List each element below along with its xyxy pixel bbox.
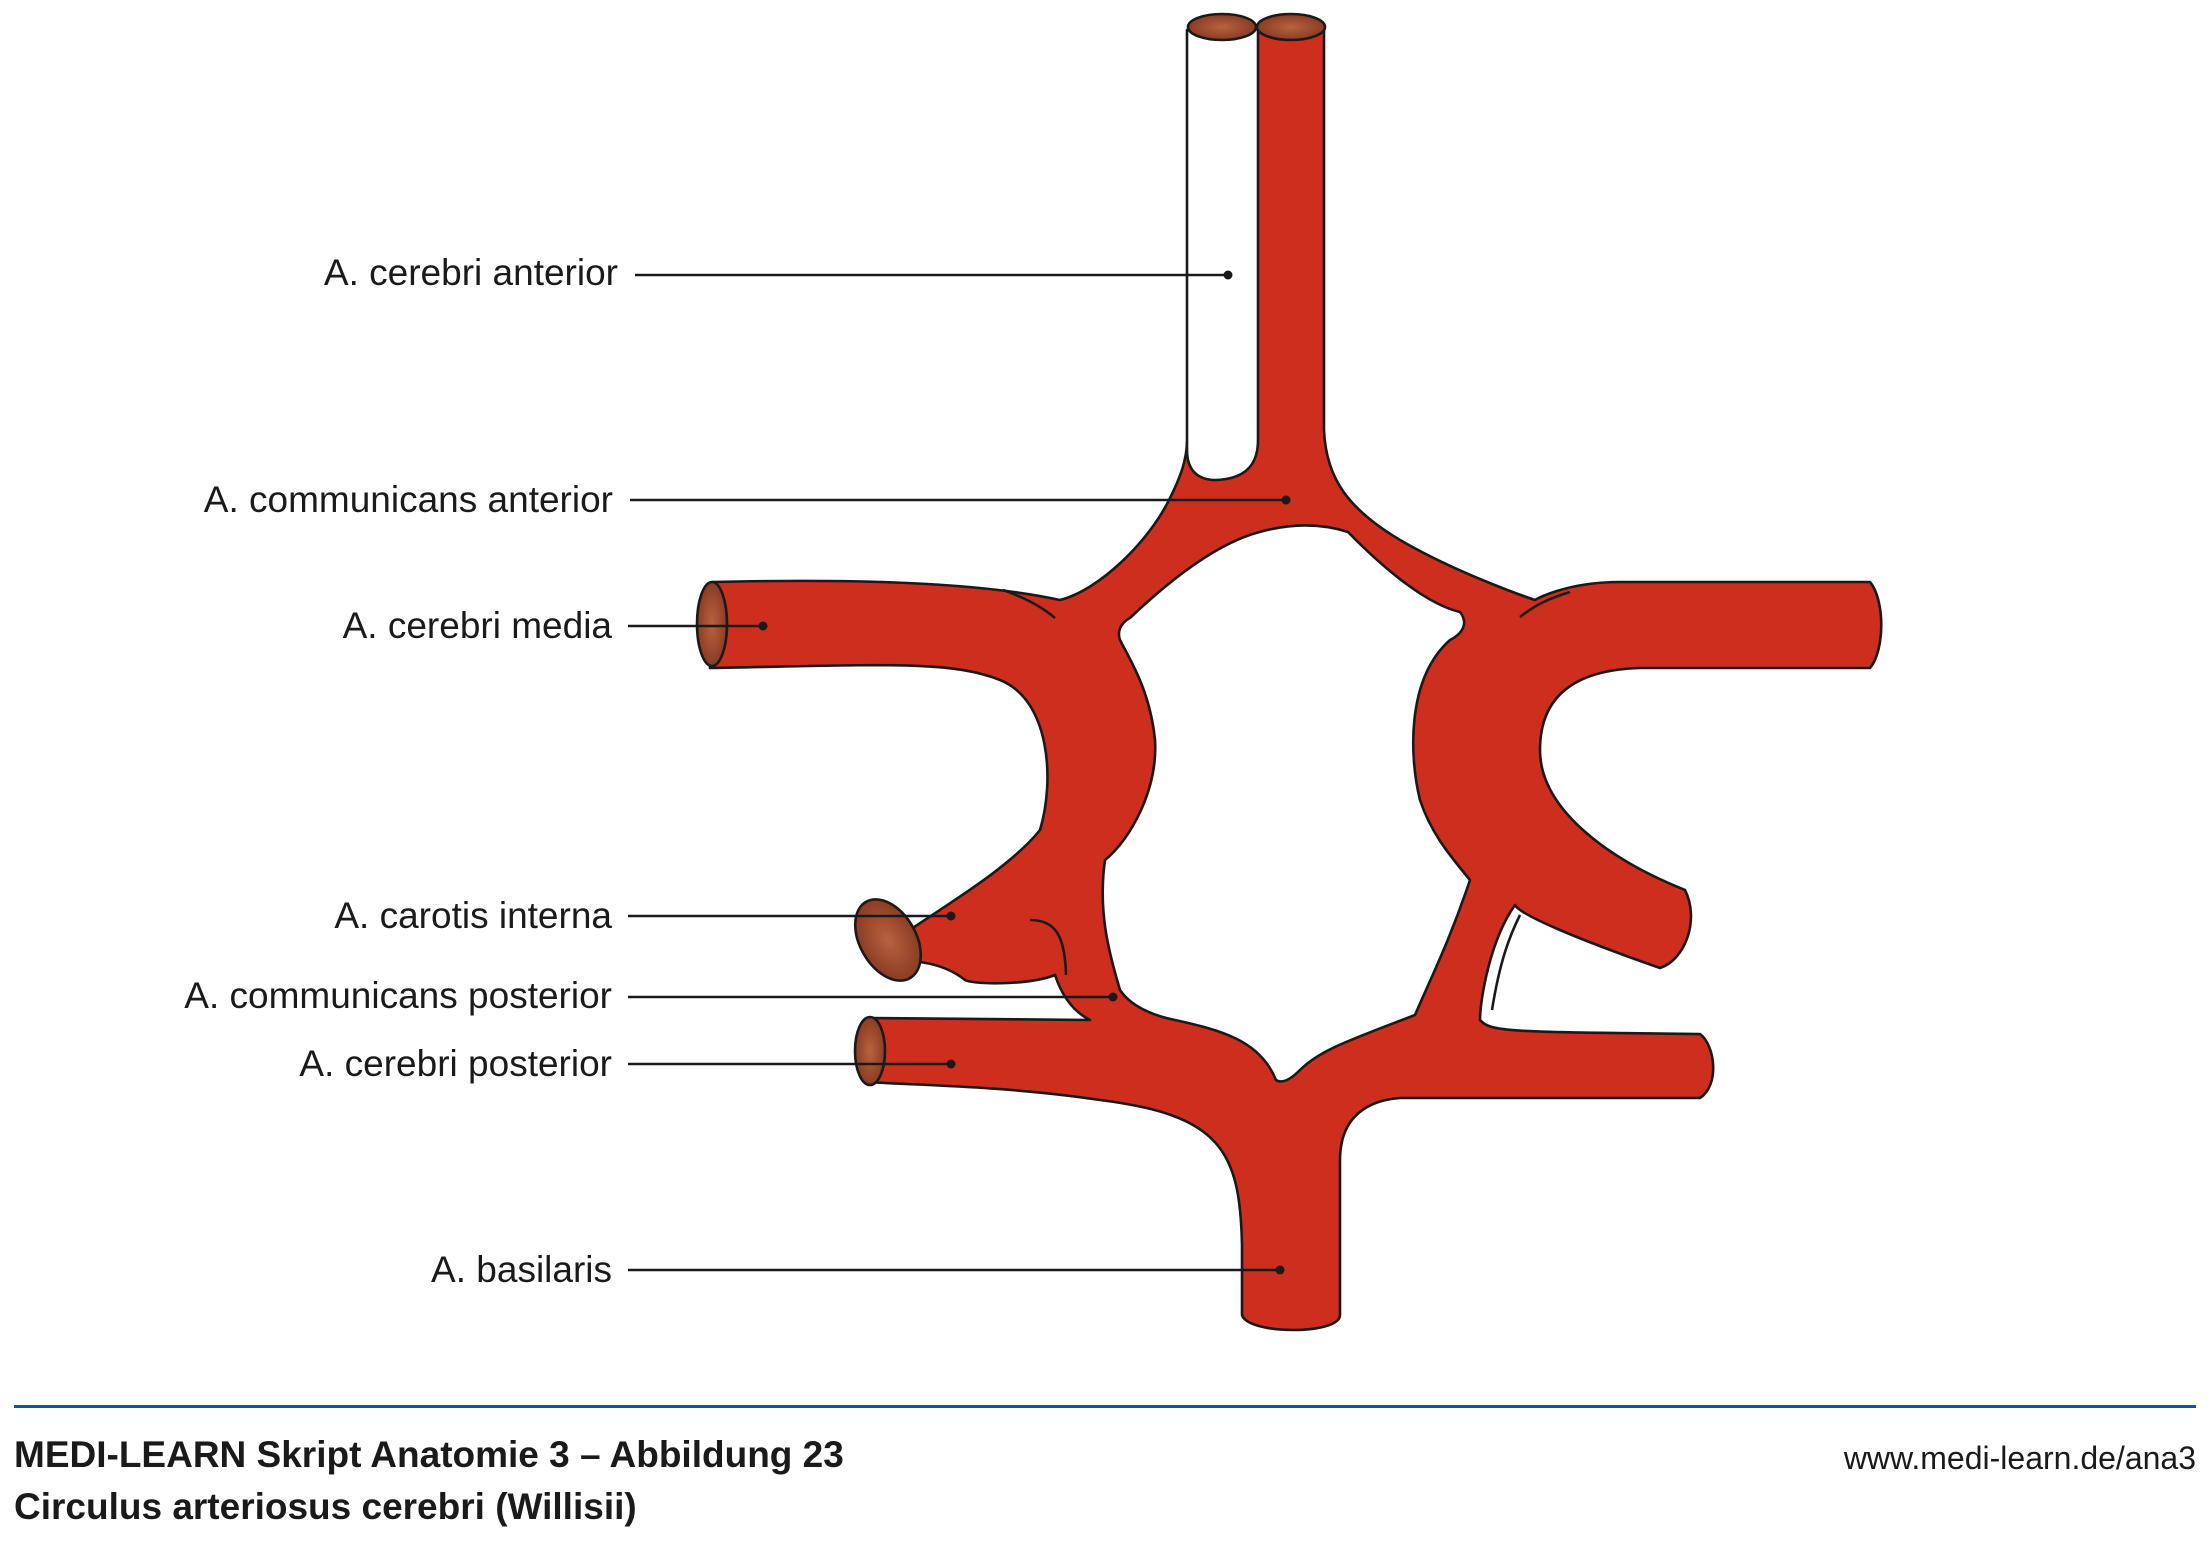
- cut-end-media-left: [695, 580, 729, 668]
- label-text-communicans-posterior: A. communicans posterior: [184, 975, 612, 1016]
- right-media-junction: [1519, 590, 1571, 619]
- label-carotis-interna: A. carotis interna: [334, 895, 956, 936]
- pointer-dot-basilaris: [1275, 1265, 1285, 1275]
- pointer-dot-cerebri-posterior: [946, 1059, 956, 1069]
- circle-lumen: [1101, 524, 1472, 1083]
- label-text-communicans-anterior: A. communicans anterior: [204, 479, 613, 520]
- cut-end-carotid-left: [853, 898, 923, 982]
- cut-end-anterior-right: [1255, 12, 1327, 42]
- pointer-dot-communicans-posterior: [1108, 992, 1118, 1002]
- label-text-cerebri-media: A. cerebri media: [343, 605, 613, 646]
- label-basilaris: A. basilaris: [431, 1249, 1285, 1290]
- label-communicans-anterior: A. communicans anterior: [204, 479, 1291, 520]
- artery-structure: [695, 12, 1883, 1332]
- pointer-dot-communicans-anterior: [1281, 495, 1291, 505]
- pointer-dot-carotis-interna: [946, 911, 956, 921]
- left-media-junction: [1002, 588, 1056, 619]
- figure-title: MEDI-LEARN Skript Anatomie 3 – Abbildung…: [14, 1434, 844, 1475]
- pointer-dot-cerebri-media: [758, 621, 768, 631]
- label-text-basilaris: A. basilaris: [431, 1249, 612, 1290]
- label-cerebri-media: A. cerebri media: [343, 605, 768, 646]
- label-cerebri-anterior: A. cerebri anterior: [324, 252, 1233, 293]
- cut-end-anterior-left: [1186, 12, 1258, 42]
- footer-divider: [14, 1405, 2196, 1408]
- source-url: www.medi-learn.de/ana3: [1843, 1440, 2196, 1476]
- cut-end-posterior-left: [853, 1015, 887, 1087]
- label-text-cerebri-anterior: A. cerebri anterior: [324, 252, 618, 293]
- label-cerebri-posterior: A. cerebri posterior: [299, 1043, 956, 1084]
- left-carotid-junction: [1029, 918, 1068, 976]
- label-communicans-posterior: A. communicans posterior: [184, 975, 1118, 1016]
- pointer-dot-cerebri-anterior: [1223, 270, 1233, 280]
- right-carotid-junction: [1490, 914, 1522, 1011]
- label-text-cerebri-posterior: A. cerebri posterior: [299, 1043, 612, 1084]
- label-text-carotis-interna: A. carotis interna: [334, 895, 612, 936]
- figure-subtitle: Circulus arteriosus cerebri (Willisii): [14, 1486, 637, 1527]
